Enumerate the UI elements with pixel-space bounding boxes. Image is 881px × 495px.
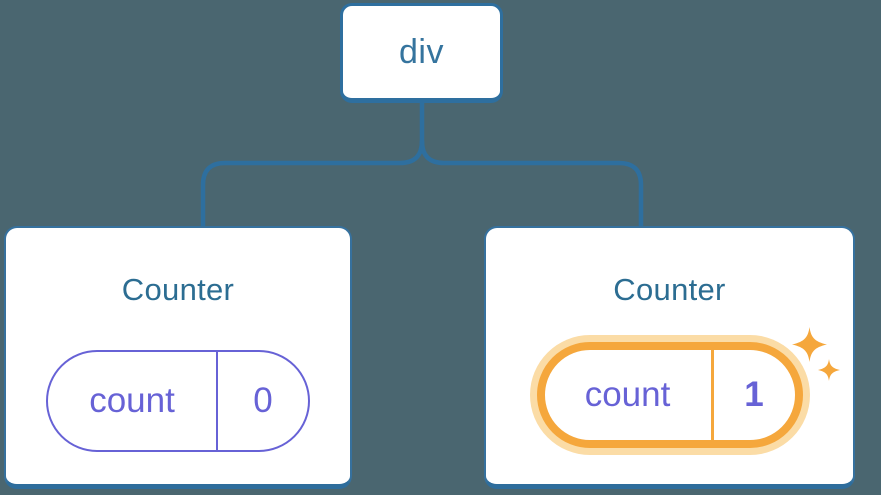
- sparkle-icon: [791, 327, 827, 362]
- state-pill: count 0: [46, 350, 310, 452]
- counter-card-left: Counter count 0: [4, 226, 352, 489]
- connector-branch-right: [419, 140, 644, 226]
- counter-card-right: Counter count 1: [484, 226, 855, 489]
- counter-card-title: Counter: [121, 272, 235, 307]
- root-node-div: div: [340, 3, 503, 103]
- state-name: count: [89, 381, 175, 420]
- state-pill-wrapper: count 0: [46, 310, 310, 452]
- state-pill-wrapper-highlighted: count 1: [536, 310, 840, 448]
- state-value: 0: [216, 352, 308, 450]
- root-node-label: div: [399, 32, 444, 71]
- state-name: count: [584, 375, 671, 414]
- state-pill-highlighted: count 1: [536, 342, 803, 448]
- counter-card-title: Counter: [613, 272, 726, 307]
- state-value: 1: [710, 350, 795, 440]
- connector-branch-left: [200, 101, 425, 226]
- sparkle-icon: [817, 359, 840, 381]
